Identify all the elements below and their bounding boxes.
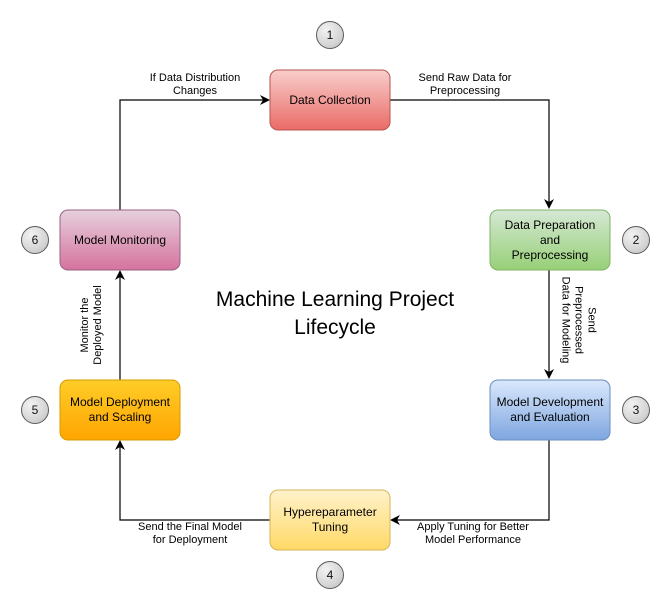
- node-preparation-shape: [489, 209, 611, 271]
- node-hyperparameter-tuning[interactable]: Hypereparameter Tuning: [271, 491, 389, 549]
- node-deployment-shape: [59, 379, 181, 441]
- edge-monitoring-to-collection: [119, 95, 270, 210]
- edge-tuning-to-deployment: [115, 440, 270, 521]
- edge-label-development-to-tuning: Apply Tuning for Better Model Performanc…: [404, 521, 542, 547]
- edge-label-tuning-to-deployment: Send the Final Model for Deployment: [124, 521, 256, 547]
- step-badge-2: 2: [622, 226, 650, 254]
- edge-label-preparation-to-development: Send Preprocessed Data for Modeling: [559, 276, 598, 364]
- node-data-collection-label: Data Collection: [289, 92, 371, 107]
- node-monitoring-shape: [59, 209, 181, 271]
- step-badge-4: 4: [316, 561, 344, 589]
- step-badge-3: 3: [622, 396, 650, 424]
- node-data-preparation-label: Data Preparation and Preprocessing: [504, 217, 596, 262]
- node-hyperparameter-tuning-label: Hypereparameter Tuning: [283, 505, 377, 534]
- node-model-deployment[interactable]: Model Deployment and Scaling: [61, 381, 179, 439]
- step-badge-1: 1: [316, 21, 344, 49]
- edge-development-to-tuning: [390, 439, 550, 525]
- node-model-deployment-label: Model Deployment and Scaling: [69, 395, 171, 424]
- edge-label-deployment-to-monitoring: Monitor the Deployed Model: [79, 285, 104, 365]
- step-badge-6: 6: [21, 226, 49, 254]
- node-development-shape: [489, 379, 611, 441]
- node-data-collection[interactable]: Data Collection: [271, 71, 389, 129]
- edge-collection-to-preparation: [389, 99, 554, 209]
- node-model-monitoring[interactable]: Model Monitoring: [61, 211, 179, 269]
- node-tuning-shape: [269, 489, 391, 551]
- diagram-title: Machine Learning Project Lifecycle: [215, 288, 455, 339]
- edge-label-collection-to-preparation: Send Raw Data for Preprocessing: [400, 72, 530, 98]
- node-model-monitoring-label: Model Monitoring: [73, 232, 167, 247]
- node-collection-shape: [269, 69, 391, 131]
- node-model-development-label: Model Development and Evaluation: [496, 395, 604, 424]
- node-model-development[interactable]: Model Development and Evaluation: [491, 381, 609, 439]
- node-data-preparation[interactable]: Data Preparation and Preprocessing: [491, 211, 609, 269]
- edge-label-monitoring-to-collection: If Data Distribution Changes: [130, 72, 260, 98]
- step-badge-5: 5: [21, 396, 49, 424]
